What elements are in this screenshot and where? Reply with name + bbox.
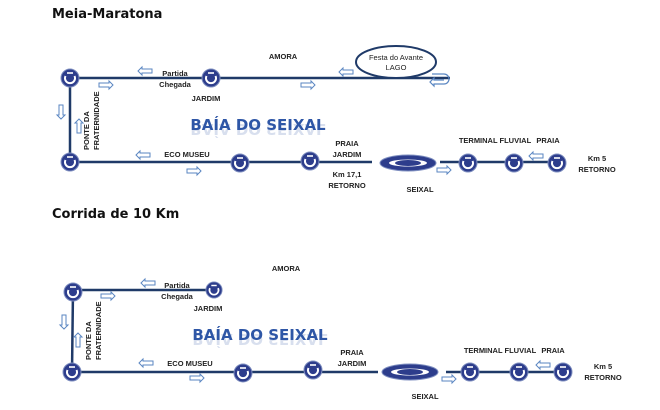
km5-retorno-label: RETORNO <box>584 373 622 382</box>
10km-title: Corrida de 10 Km <box>52 207 180 222</box>
roundabout-icon <box>62 362 82 382</box>
ponte-label-1: PONTE DA <box>84 321 93 360</box>
roundabout-icon <box>509 362 529 382</box>
praia-label: PRAIA <box>541 346 565 355</box>
road-bridge <box>70 289 75 373</box>
arrow-left-icon <box>338 67 354 77</box>
km5-label: Km 5 <box>588 154 606 163</box>
ponte-label-1: PONTE DA <box>82 111 91 150</box>
roundabout-icon <box>547 153 567 173</box>
arrow-right-icon <box>100 291 116 301</box>
arrow-right-icon <box>189 373 205 383</box>
arrow-left-icon <box>535 360 551 370</box>
roundabout-icon <box>233 363 253 383</box>
praia-jardim-label-2: JARDIM <box>338 359 367 368</box>
chegada-label: Chegada <box>161 292 194 301</box>
ponte-label-2: FRATERNIDADE <box>92 91 101 150</box>
arrow-down-icon <box>56 104 66 120</box>
arrow-right-icon <box>436 165 452 175</box>
arrow-right-icon <box>300 80 316 90</box>
retorno-label: RETORNO <box>328 181 366 190</box>
amora-label: AMORA <box>272 264 301 273</box>
u-turn-arrow-icon <box>429 73 450 88</box>
arrow-left-icon <box>135 150 151 160</box>
terminal-fluvial-label: TERMINAL FLUVIAL <box>459 136 532 145</box>
arrow-left-icon <box>137 66 153 76</box>
roundabout-icon <box>504 153 524 173</box>
chegada-label: Chegada <box>159 80 192 89</box>
seixal-label: SEIXAL <box>411 392 439 401</box>
roundabout-icon <box>300 151 320 171</box>
praia-jardim-label-2: JARDIM <box>333 150 362 159</box>
roundabout-icon <box>63 282 83 302</box>
arrow-right-icon <box>98 80 114 90</box>
roundabout-icon <box>60 68 80 88</box>
arrow-left-icon <box>138 358 154 368</box>
km5-retorno-label: RETORNO <box>578 165 616 174</box>
roundabout-icon <box>201 68 221 88</box>
ponte-label-2: FRATERNIDADE <box>94 301 103 360</box>
jardim-label: JARDIM <box>194 304 223 313</box>
arrow-down-icon <box>59 314 69 330</box>
bay-label: BAÍA DO SEIXAL <box>190 115 326 134</box>
eco-museu-label: ECO MUSEU <box>164 150 209 159</box>
seixal-label: SEIXAL <box>406 185 434 194</box>
terminal-fluvial-label: TERMINAL FLUVIAL <box>464 346 537 355</box>
arrow-left-icon <box>140 278 156 288</box>
arrow-right-icon <box>441 374 457 384</box>
seixal-roundabout-icon <box>379 154 437 172</box>
half-marathon-map: Festa do Avante LAGO AMORA Partida Chega… <box>56 45 616 194</box>
arrow-left-icon <box>528 151 544 161</box>
festa-label: Festa do Avante <box>369 53 423 62</box>
amora-label: AMORA <box>269 52 298 61</box>
roundabout-icon <box>204 281 224 300</box>
arrow-up-icon <box>73 332 83 348</box>
roundabout-icon <box>303 360 323 380</box>
km5-label: Km 5 <box>594 362 612 371</box>
praia-jardim-label-1: PRAIA <box>335 139 359 148</box>
bay-label: BAÍA DO SEIXAL <box>192 325 328 344</box>
10km-map: AMORA Partida Chegada JARDIM PONTE DA FR… <box>59 264 622 401</box>
partida-label: Partida <box>164 281 190 290</box>
km-17-label: Km 17,1 <box>333 170 362 179</box>
jardim-label: JARDIM <box>192 94 221 103</box>
praia-jardim-label-1: PRAIA <box>340 348 364 357</box>
bay-label-reflection: BAÍA DO SEIXAL <box>190 120 326 139</box>
praia-label: PRAIA <box>536 136 560 145</box>
eco-museu-label: ECO MUSEU <box>167 359 212 368</box>
festa-do-avante-marker <box>355 45 437 79</box>
roundabout-icon <box>60 152 80 172</box>
roundabout-icon <box>460 362 480 382</box>
roundabout-icon <box>458 153 478 173</box>
seixal-roundabout-icon <box>381 363 439 381</box>
arrow-right-icon <box>186 166 202 176</box>
partida-label: Partida <box>162 69 188 78</box>
lago-label: LAGO <box>386 63 407 72</box>
roundabout-icon <box>553 362 573 382</box>
bay-label-reflection: BAÍA DO SEIXAL <box>192 330 328 349</box>
roundabout-icon <box>230 153 250 173</box>
half-marathon-title: Meia-Maratona <box>52 7 163 22</box>
